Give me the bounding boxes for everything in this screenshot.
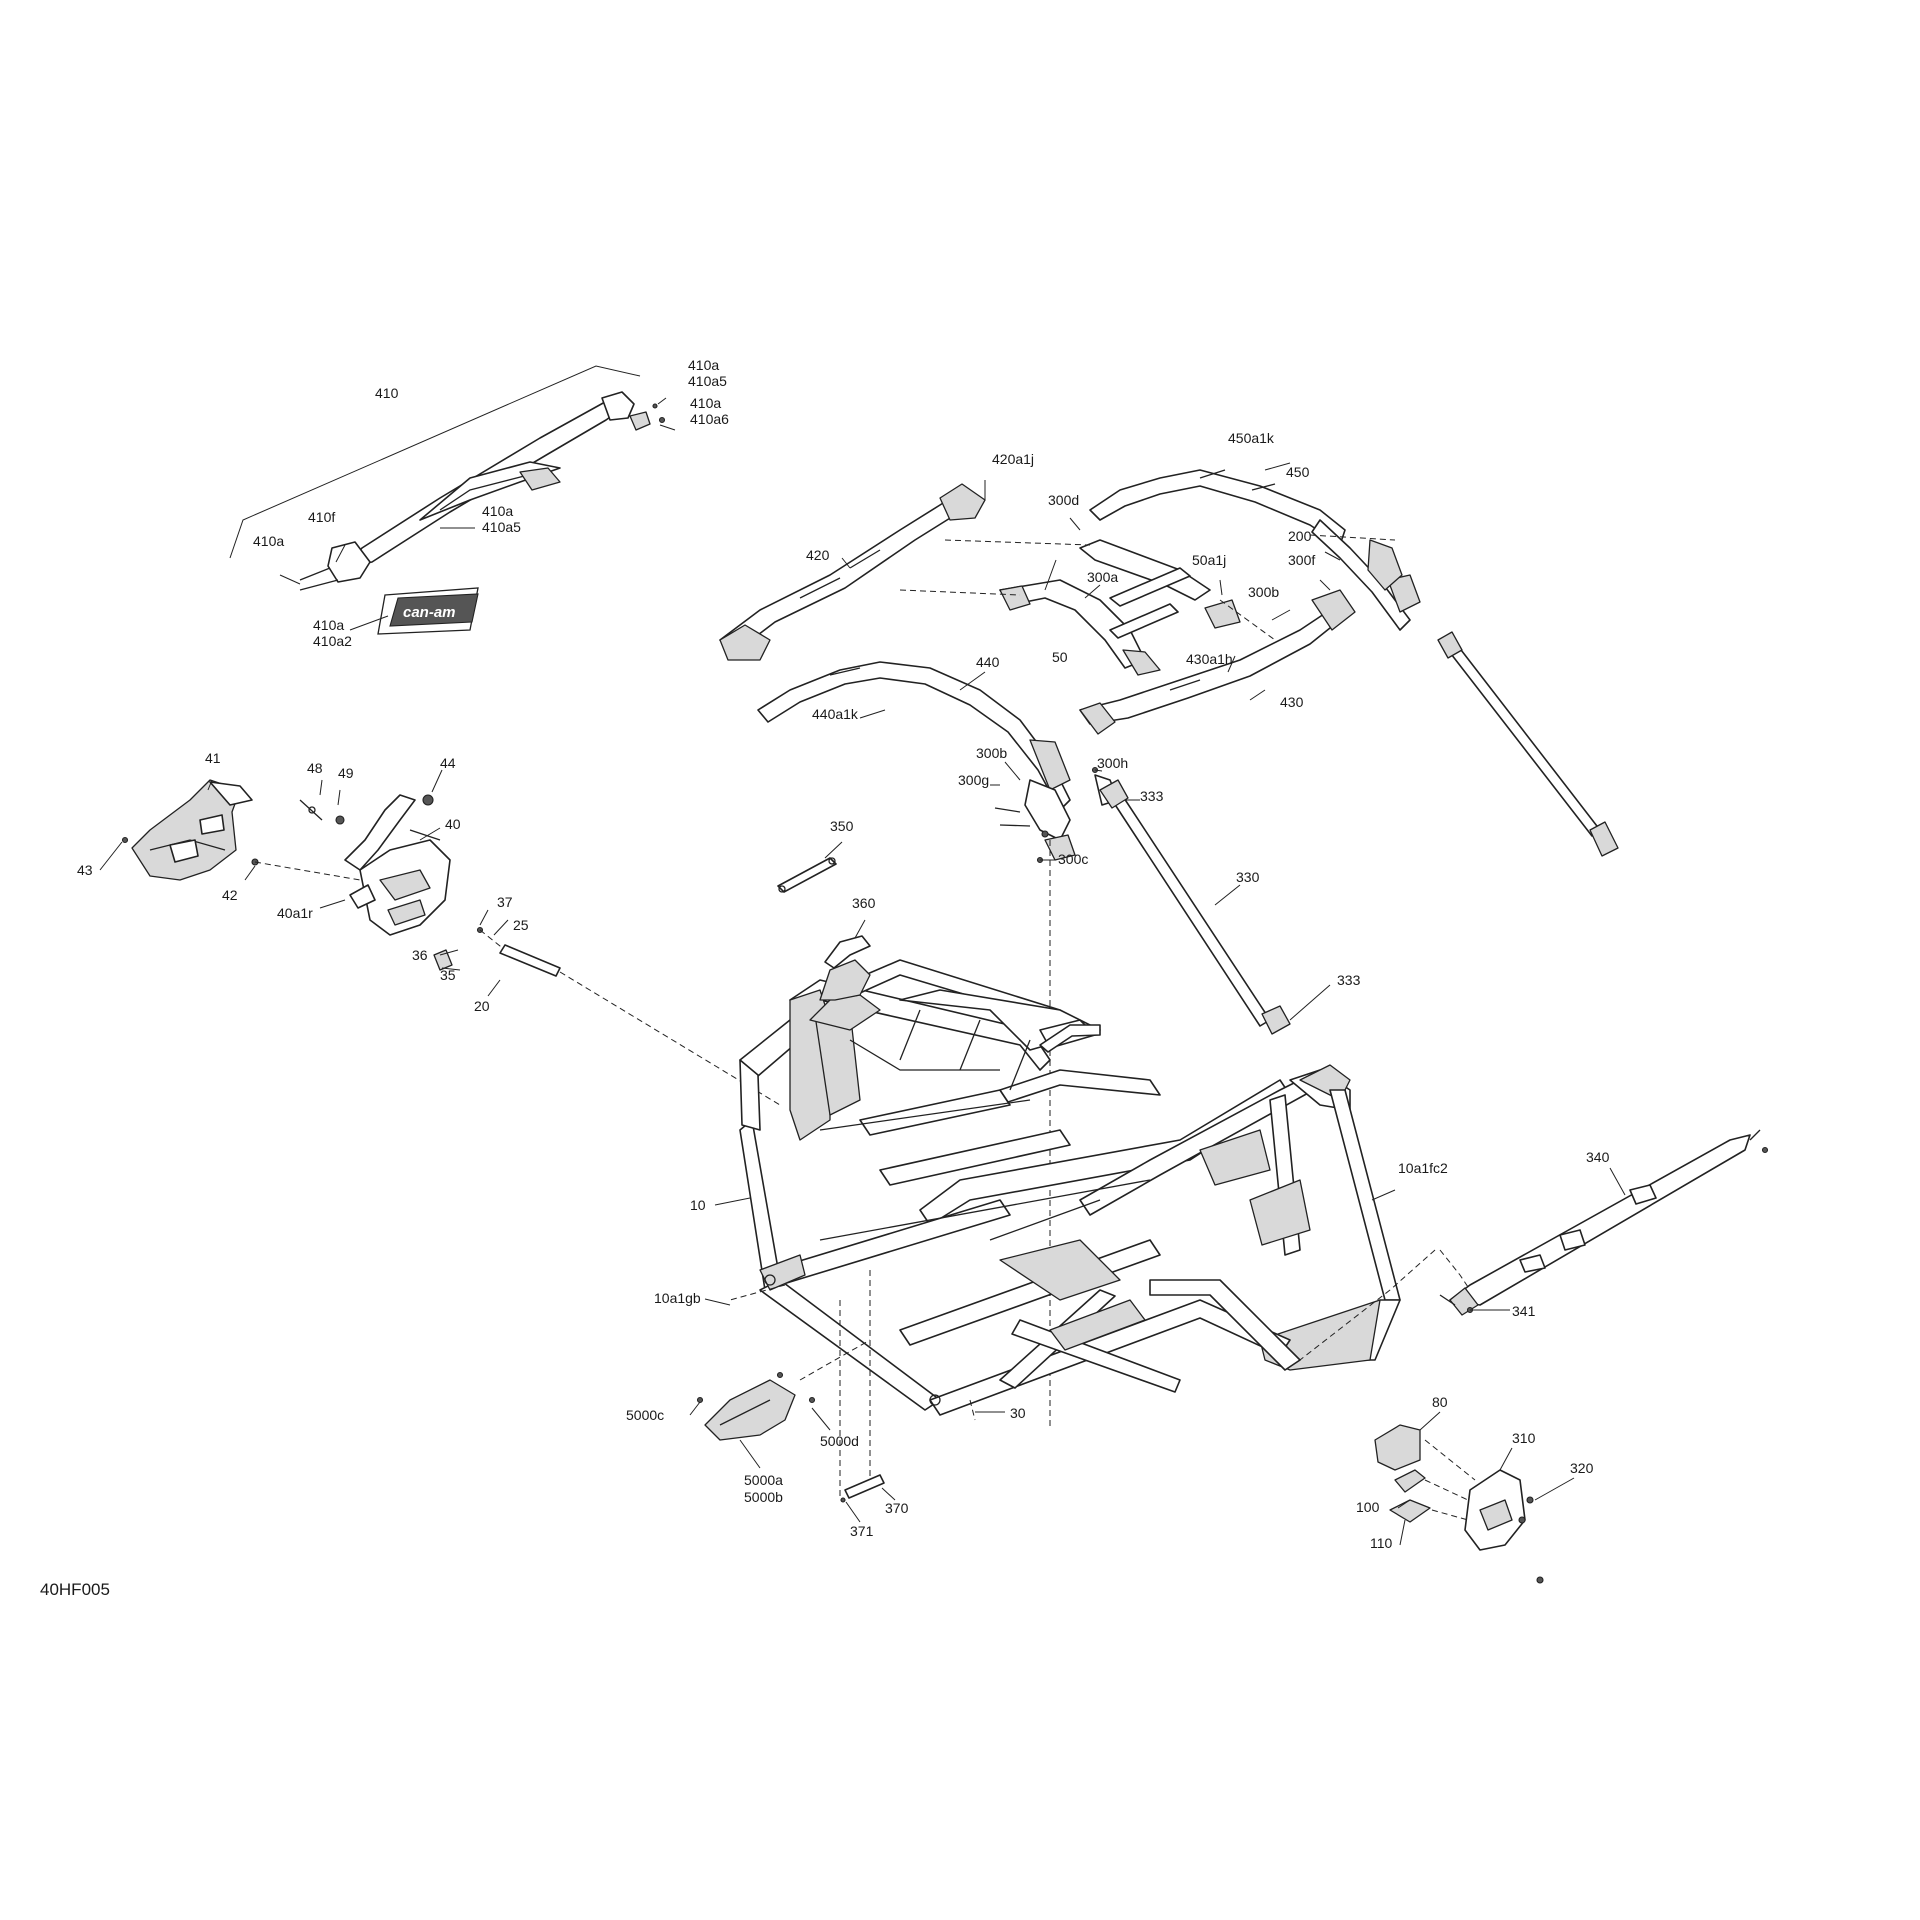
callout-450a1k: 450a1k xyxy=(1228,430,1275,446)
callout-50: 50 xyxy=(1052,649,1068,665)
callout-50a1j: 50a1j xyxy=(1192,552,1226,568)
callout-320: 320 xyxy=(1570,1460,1594,1476)
part-5000-skid-plate xyxy=(696,1339,871,1441)
callout-410a5-mid: 410a5 xyxy=(482,519,521,535)
part-420-roof-left-bar xyxy=(719,483,986,661)
callout-41: 41 xyxy=(205,750,221,766)
callout-10a1fc2: 10a1fc2 xyxy=(1398,1160,1448,1176)
callout-30: 30 xyxy=(1010,1405,1026,1421)
callout-350: 350 xyxy=(830,818,854,834)
callout-410a-left: 410a xyxy=(253,533,284,549)
callout-200: 200 xyxy=(1288,528,1312,544)
can-am-logo-text: can-am xyxy=(403,604,456,621)
part-41-skid-guard xyxy=(131,779,253,881)
callout-420: 420 xyxy=(806,547,830,563)
callout-36: 36 xyxy=(412,947,428,963)
callout-42: 42 xyxy=(222,887,238,903)
callout-360: 360 xyxy=(852,895,876,911)
callout-410a2: 410a2 xyxy=(313,633,352,649)
callouts-frame: 10 10a1gb 10a1fc2 340 341 30 5000c 5000d… xyxy=(626,1149,1626,1551)
callout-333-bot: 333 xyxy=(1337,972,1361,988)
part-50-roof-crossbar xyxy=(999,539,1241,676)
part-360-clip: 360 xyxy=(824,895,876,969)
callout-300h: 300h xyxy=(1097,755,1128,771)
callout-35: 35 xyxy=(440,967,456,983)
callout-10a1gb: 10a1gb xyxy=(654,1290,701,1306)
part-10-main-frame xyxy=(739,959,1401,1416)
callout-410a-top1: 410a xyxy=(688,357,719,373)
part-350-strap: 350 xyxy=(777,818,854,893)
callout-410a-mid: 410a xyxy=(482,503,513,519)
callout-300c: 300c xyxy=(1058,851,1088,867)
part-440-front-roof-hoop xyxy=(757,661,1071,811)
callout-410a6: 410a6 xyxy=(690,411,729,427)
callout-371: 371 xyxy=(850,1523,874,1539)
callout-5000d: 5000d xyxy=(820,1433,859,1449)
callout-48: 48 xyxy=(307,760,323,776)
callout-80: 80 xyxy=(1432,1394,1448,1410)
callout-25: 25 xyxy=(513,917,529,933)
callout-10: 10 xyxy=(690,1197,706,1213)
callout-430: 430 xyxy=(1280,694,1304,710)
callout-410f: 410f xyxy=(308,509,335,525)
callout-310: 310 xyxy=(1512,1430,1536,1446)
callout-370: 370 xyxy=(885,1500,909,1516)
callout-300a: 300a xyxy=(1087,569,1118,585)
figure-code: 40HF005 xyxy=(40,1580,110,1599)
part-330-support-tube xyxy=(1099,779,1291,1035)
callout-420a1j: 420a1j xyxy=(992,451,1034,467)
callout-340: 340 xyxy=(1586,1149,1610,1165)
callout-5000b: 5000b xyxy=(744,1489,783,1505)
callout-300b-top: 300b xyxy=(1248,584,1279,600)
callout-341: 341 xyxy=(1512,1303,1536,1319)
callouts-roof: 420a1j 300d 420 300a 50a1j 50 450a1k 450… xyxy=(806,430,1341,722)
part-410-logo-decal: can-am xyxy=(349,587,479,635)
callout-300d: 300d xyxy=(1048,492,1079,508)
callout-44: 44 xyxy=(440,755,456,771)
callout-100: 100 xyxy=(1356,1499,1380,1515)
part-410-front-upper-bar xyxy=(229,365,666,591)
callouts-front: 41 48 49 44 40 43 42 40a1r 37 25 36 35 2… xyxy=(77,750,529,1014)
callout-300b: 300b xyxy=(976,745,1007,761)
part-450-rear-roof-hoop xyxy=(1089,469,1421,631)
callout-333-top: 333 xyxy=(1140,788,1164,804)
callout-49: 49 xyxy=(338,765,354,781)
part-310-rear-hitch xyxy=(1374,1424,1544,1584)
frame-alignment-lines xyxy=(729,1249,1471,1500)
callout-330: 330 xyxy=(1236,869,1260,885)
callout-410a-top2: 410a xyxy=(690,395,721,411)
callout-43: 43 xyxy=(77,862,93,878)
callout-300f: 300f xyxy=(1288,552,1315,568)
callout-410a-logo: 410a xyxy=(313,617,344,633)
callout-430a1h: 430a1h xyxy=(1186,651,1233,667)
part-40-front-bracket xyxy=(299,794,451,936)
callout-300g: 300g xyxy=(958,772,989,788)
callout-40a1r: 40a1r xyxy=(277,905,313,921)
part-430-roof-right-bar xyxy=(1079,589,1356,735)
callout-440: 440 xyxy=(976,654,1000,670)
callout-450: 450 xyxy=(1286,464,1310,480)
callout-410: 410 xyxy=(375,385,399,401)
part-370-bracket xyxy=(840,1474,885,1503)
callout-5000c: 5000c xyxy=(626,1407,664,1423)
callouts-410: 410 410a 410a5 410a 410a6 410f 410a 410a… xyxy=(253,357,729,649)
part-450-downtube xyxy=(1437,631,1619,857)
callout-20: 20 xyxy=(474,998,490,1014)
callouts-300: 300b 300h 300g 333 300c 330 333 xyxy=(958,745,1361,1021)
callout-410a5-top: 410a5 xyxy=(688,373,727,389)
part-340-rear-crossbar xyxy=(1439,1129,1769,1316)
callout-37: 37 xyxy=(497,894,513,910)
callout-110: 110 xyxy=(1370,1535,1393,1551)
callout-40: 40 xyxy=(445,816,461,832)
callout-440a1k: 440a1k xyxy=(812,706,859,722)
callout-5000a: 5000a xyxy=(744,1472,783,1488)
